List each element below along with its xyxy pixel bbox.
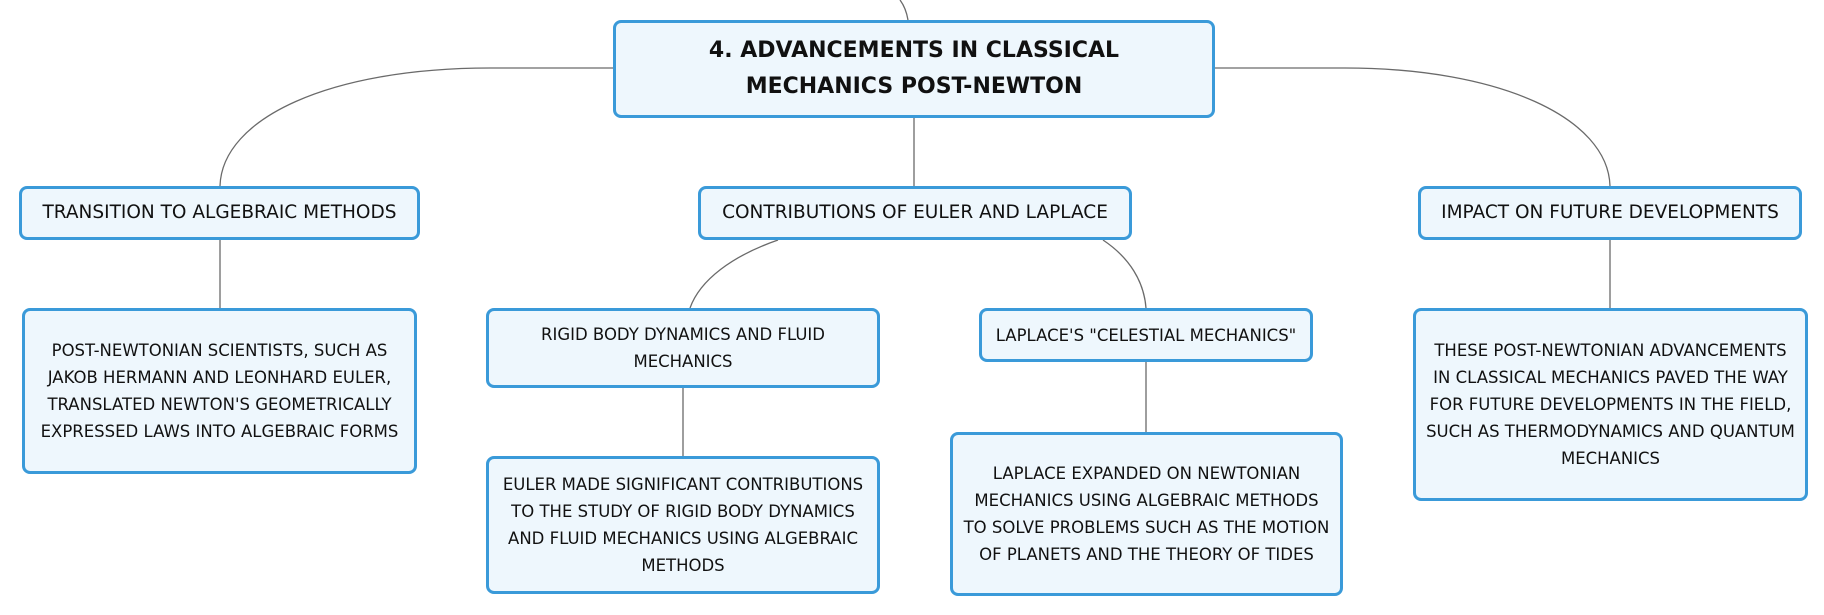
detail-label: POST-NEWTONIAN SCIENTISTS, SUCH AS JAKOB… [40,341,399,441]
detail-label: EULER MADE SIGNIFICANT CONTRIBUTIONS TO … [502,475,864,575]
branch-transition-to-algebraic-methods[interactable]: TRANSITION TO ALGEBRAIC METHODS [19,186,420,240]
connector-parent-to-central [899,0,909,21]
connector-central-to-impact [1215,67,1611,187]
detail-label: LAPLACE EXPANDED ON NEWTONIAN MECHANICS … [963,464,1330,564]
detail-label: THESE POST-NEWTONIAN ADVANCEMENTS IN CLA… [1426,341,1795,468]
detail-post-newtonian-scientists[interactable]: POST-NEWTONIAN SCIENTISTS, SUCH AS JAKOB… [22,308,417,474]
topic-label: LAPLACE'S "CELESTIAL MECHANICS" [995,325,1297,345]
topic-rigid-body-dynamics[interactable]: RIGID BODY DYNAMICS AND FLUID MECHANICS [486,308,880,388]
detail-euler-contributions[interactable]: EULER MADE SIGNIFICANT CONTRIBUTIONS TO … [486,456,880,594]
topic-laplace-celestial-mechanics[interactable]: LAPLACE'S "CELESTIAL MECHANICS" [979,308,1313,362]
connector-central-to-transition [219,67,613,187]
branch-impact-on-future-developments[interactable]: IMPACT ON FUTURE DEVELOPMENTS [1418,186,1802,240]
detail-laplace-expanded[interactable]: LAPLACE EXPANDED ON NEWTONIAN MECHANICS … [950,432,1343,596]
central-topic-label: 4. ADVANCEMENTS IN CLASSICAL MECHANICS P… [708,38,1120,99]
branch-label: CONTRIBUTIONS OF EULER AND LAPLACE [722,202,1108,223]
connector-contributions-to-rigid-body [689,239,779,309]
topic-label: RIGID BODY DYNAMICS AND FLUID MECHANICS [540,325,826,371]
connector-contributions-to-laplace [1102,239,1147,309]
branch-contributions-of-euler-and-laplace[interactable]: CONTRIBUTIONS OF EULER AND LAPLACE [698,186,1132,240]
detail-future-developments[interactable]: THESE POST-NEWTONIAN ADVANCEMENTS IN CLA… [1413,308,1808,501]
branch-label: TRANSITION TO ALGEBRAIC METHODS [42,202,397,223]
branch-label: IMPACT ON FUTURE DEVELOPMENTS [1441,202,1779,223]
central-topic[interactable]: 4. ADVANCEMENTS IN CLASSICAL MECHANICS P… [613,20,1215,118]
